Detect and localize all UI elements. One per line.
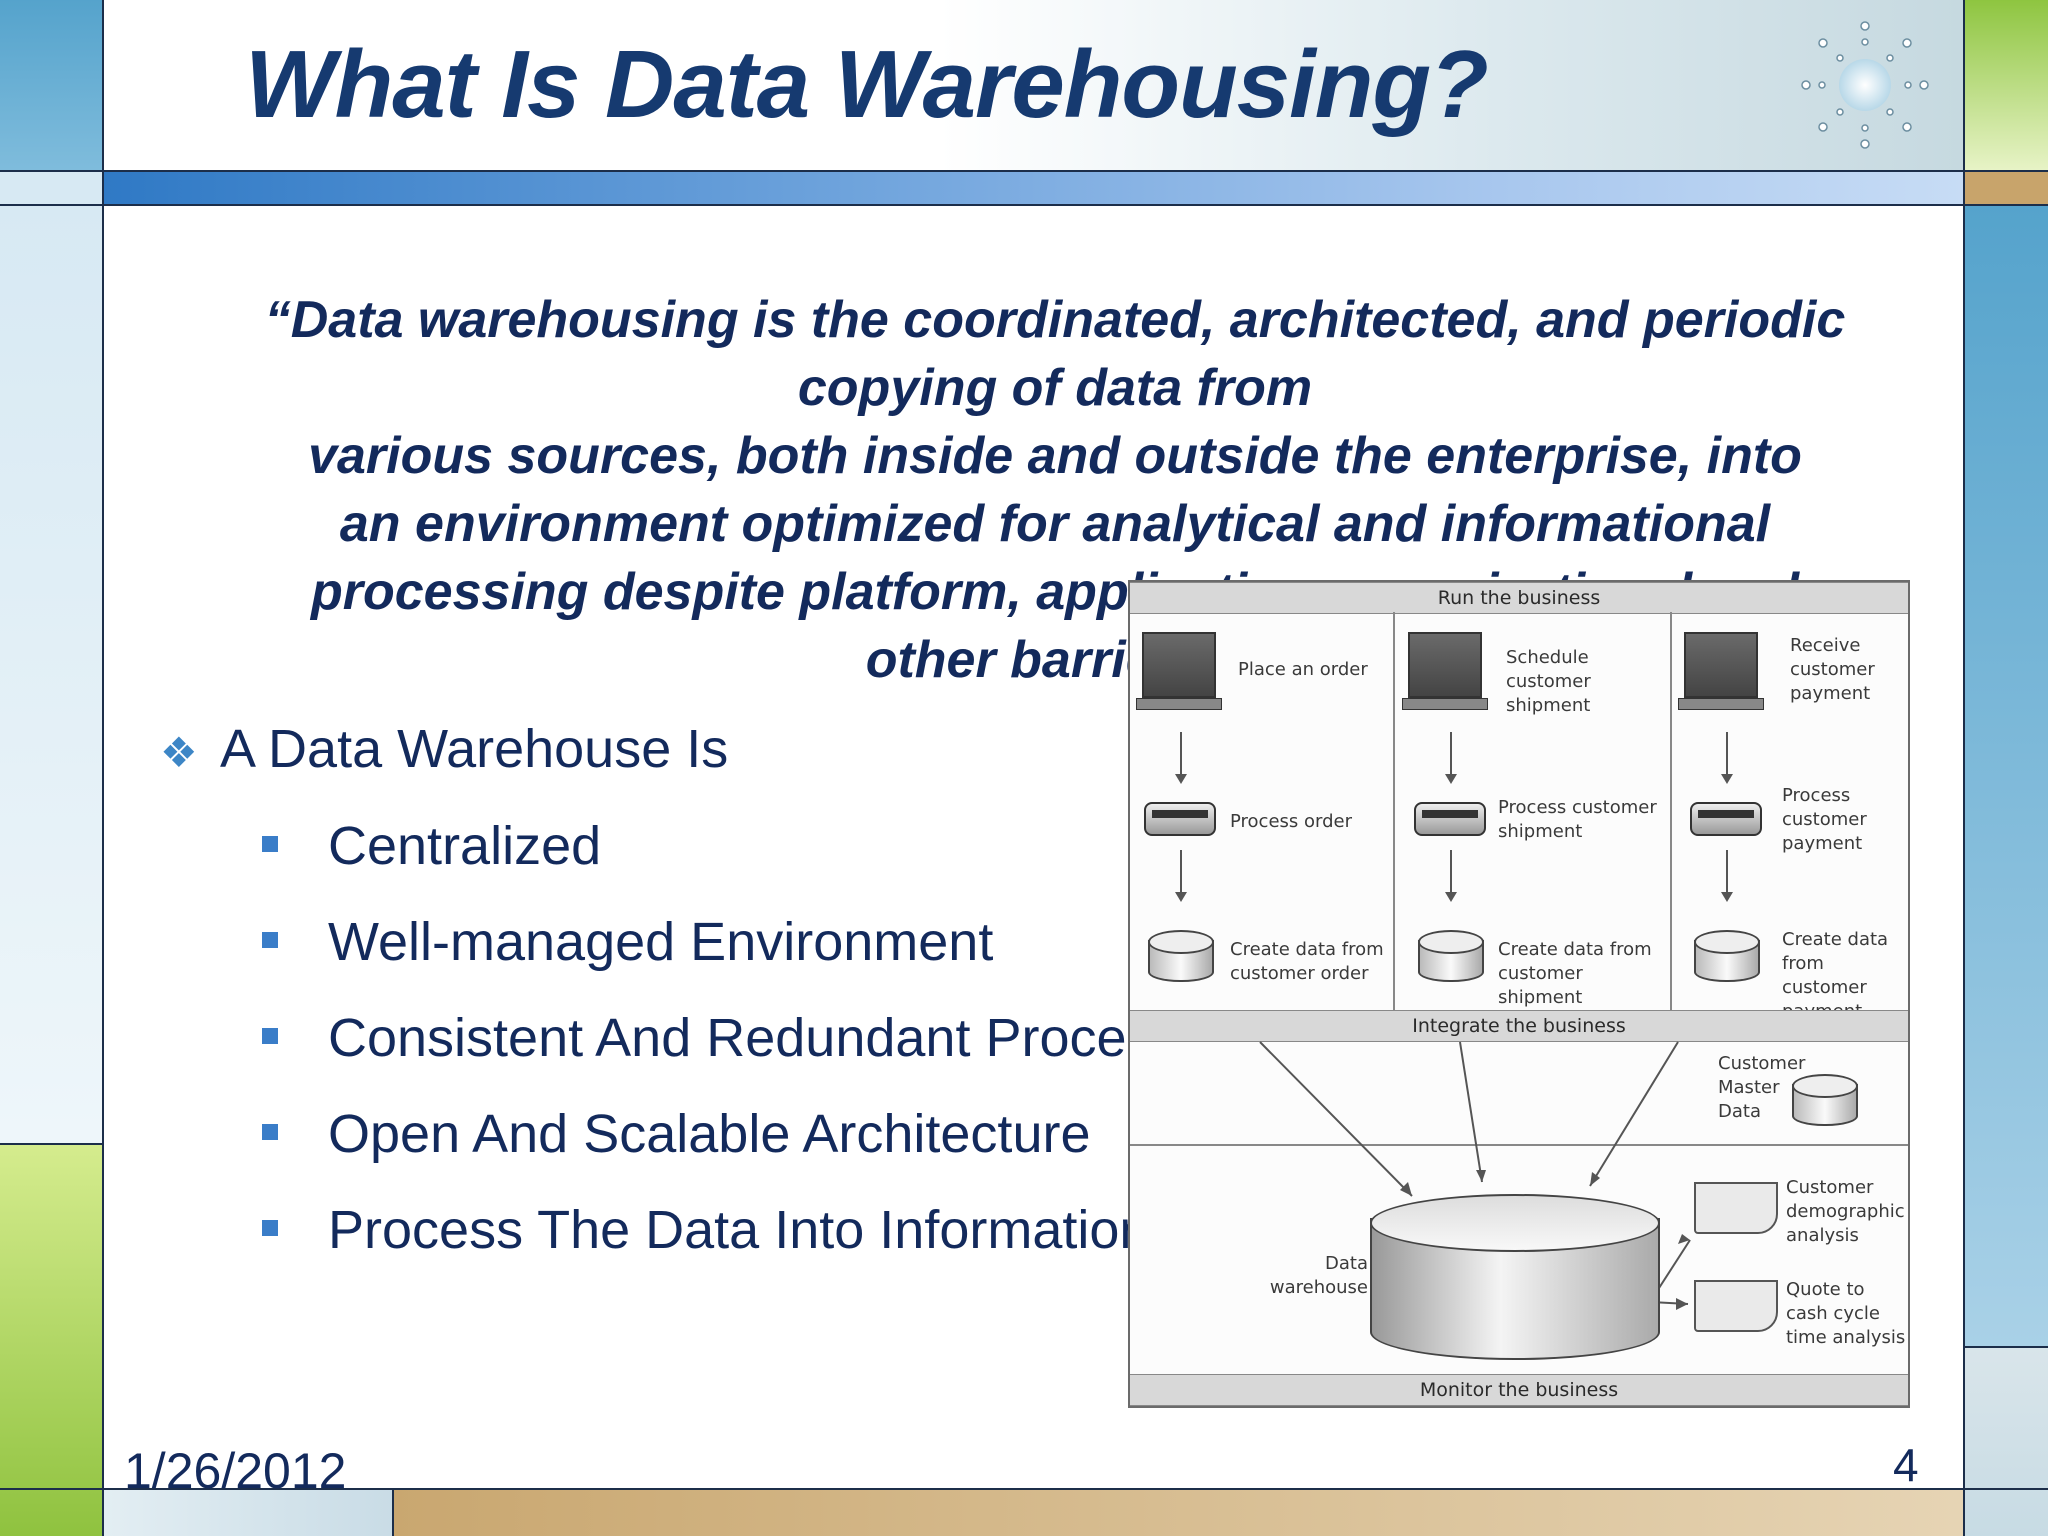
column-divider [1393,612,1395,1012]
database-icon [1148,930,1214,984]
report-document-icon [1694,1280,1778,1332]
square-bullet-icon [262,1219,278,1236]
bottom-light-bar [102,1490,392,1536]
column-divider [1670,612,1672,1012]
report2-label: Quote to cash cycle time analysis [1786,1279,1906,1348]
report1-label: Customer demographic analysis [1786,1177,1905,1246]
left-green-bar [0,1143,102,1536]
sub-bullet: Open And Scalable Architecture [262,1103,1091,1165]
diamond-bullet-icon: ❖ [160,729,198,777]
sub-bullet-text: Open And Scalable Architecture [328,1104,1091,1164]
col1-step1: Place an order [1238,659,1368,680]
definition-quote: “Data warehousing is the coordinated, ar… [150,286,1960,694]
processor-icon [1690,802,1762,836]
col1-step3: Create data from customer order [1230,939,1384,984]
sub-bullet: Well-managed Environment [262,911,993,973]
report-document-icon [1694,1182,1778,1234]
col1-step2: Process order [1230,811,1353,832]
processor-icon [1144,802,1216,836]
arrow [1175,850,1187,902]
col2-step3: Create data from customer shipment [1498,939,1652,1008]
database-icon [1792,1074,1858,1128]
quote-line: “Data warehousing is the coordinated, ar… [264,291,1846,349]
divider-line [0,1488,2048,1490]
arrow [1721,850,1733,902]
flow-lines [1259,1041,1691,1310]
square-bullet-icon [262,1123,278,1140]
laptop-icon [1136,632,1222,710]
laptop-icon [1678,632,1764,710]
quote-line: various sources, both inside and outside… [308,427,1802,485]
master-data-label: Customer Master Data [1718,1053,1806,1122]
data-warehouse-icon [1370,1194,1660,1362]
sub-bullet: Process The Data Into Information [262,1199,1149,1261]
sub-bullet: Consistent And Redundant Processing [262,1007,1253,1069]
divider-line [1963,0,1965,1536]
laptop-icon [1402,632,1488,710]
square-bullet-icon [262,931,278,948]
slide-title: What Is Data Warehousing? [245,31,1489,138]
right-bottom-bar [1963,1346,2048,1536]
col2-step2: Process customer shipment [1498,797,1657,842]
bottom-tan-bar [392,1490,1963,1536]
right-tan-bar [1963,170,2048,206]
divider-line [1963,1346,2048,1348]
col3-step1: Receive customer payment [1790,635,1875,704]
sub-bullet-text: Process The Data Into Information [328,1200,1150,1260]
data-warehouse-diagram: Run the business Place an order Process … [1128,580,1910,1408]
col2-step1: Schedule customer shipment [1506,647,1591,716]
band-integrate-business: Integrate the business [1130,1010,1908,1042]
col3-step2: Process customer payment [1782,785,1867,854]
band-run-business: Run the business [1130,582,1908,614]
left-top-bar [0,0,102,170]
divider-line [0,170,2048,172]
square-bullet-icon [262,835,278,852]
left-mid-bar [0,206,102,1143]
slide-date: 1/26/2012 [124,1443,347,1499]
section-divider [1130,1144,1908,1146]
band-monitor-business: Monitor the business [1130,1374,1908,1406]
sun-burst-logo-icon [1790,10,1940,160]
warehouse-label: Data warehouse [1269,1253,1368,1298]
database-icon [1694,930,1760,984]
divider-line [0,204,2048,206]
database-icon [1418,930,1484,984]
sub-bullet-text: Centralized [328,816,602,876]
main-bullet-text: A Data Warehouse Is [220,719,729,779]
arrow [1721,732,1733,784]
sub-bullet-text: Consistent And Redundant Processing [328,1008,1253,1068]
left-strip [0,170,102,206]
title-underline-strip [102,172,1963,204]
right-top-bar [1963,0,2048,170]
arrow [1445,850,1457,902]
main-bullet: ❖ A Data Warehouse Is [160,718,728,780]
sub-bullet: Centralized [262,815,601,877]
arrow [1445,732,1457,784]
quote-line: copying of data from [797,359,1313,417]
processor-icon [1414,802,1486,836]
page-number: 4 [1893,1439,1919,1491]
sub-bullet-text: Well-managed Environment [328,912,994,972]
title-band [102,0,1963,170]
square-bullet-icon [262,1027,278,1044]
arrow [1175,732,1187,784]
right-blue-bar [1963,206,2048,1346]
quote-line: an environment optimized for analytical … [339,495,1771,553]
divider-line [0,1143,102,1145]
divider-line [392,1488,394,1536]
divider-line [102,0,104,1536]
